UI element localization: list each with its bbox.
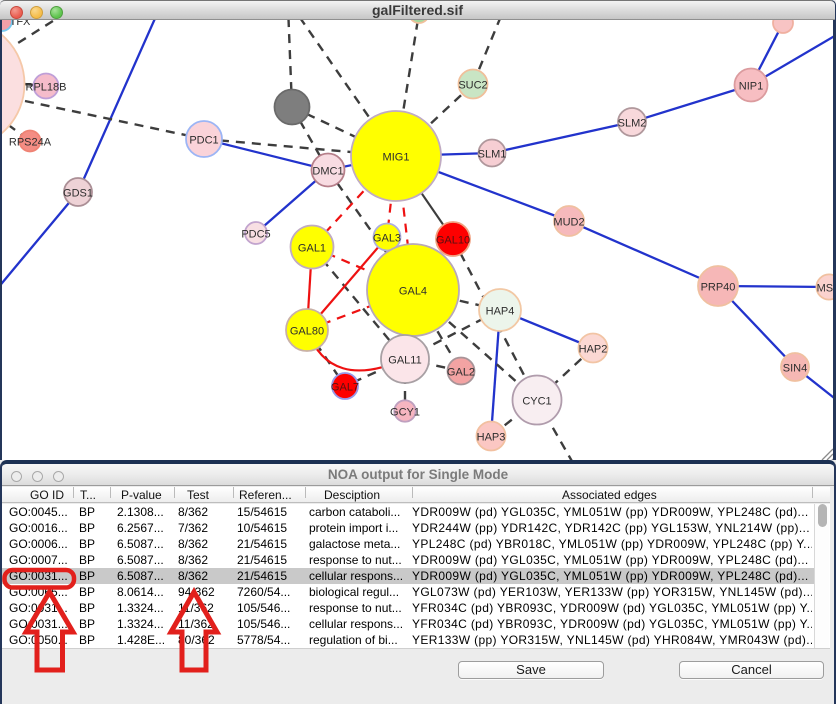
svg-text:PDC1: PDC1	[189, 135, 218, 147]
svg-text:GAL11: GAL11	[388, 355, 421, 367]
svg-text:TFX: TFX	[10, 20, 31, 28]
svg-text:GAL80: GAL80	[290, 326, 324, 338]
svg-text:GAL2: GAL2	[447, 367, 475, 379]
svg-text:GAL1: GAL1	[298, 243, 326, 255]
svg-text:SUC2: SUC2	[458, 80, 487, 92]
svg-text:NIP1: NIP1	[739, 81, 763, 93]
svg-text:MSL1: MSL1	[817, 283, 833, 295]
svg-text:SIN4: SIN4	[783, 363, 807, 375]
svg-text:GAL4: GAL4	[399, 286, 427, 298]
svg-text:GDS1: GDS1	[63, 188, 93, 200]
svg-text:PDC5: PDC5	[241, 229, 270, 241]
svg-text:DMC1: DMC1	[312, 166, 343, 178]
svg-text:MUD2: MUD2	[553, 217, 584, 229]
svg-text:GAL7: GAL7	[331, 382, 359, 394]
svg-text:GCY1: GCY1	[390, 407, 420, 419]
svg-text:SLM1: SLM1	[478, 149, 507, 161]
svg-text:RPL18B: RPL18B	[26, 82, 67, 94]
svg-text:GAL3: GAL3	[373, 233, 401, 245]
svg-text:GAL10: GAL10	[436, 235, 470, 247]
svg-text:RPS24A: RPS24A	[9, 137, 52, 149]
svg-text:HAP4: HAP4	[486, 306, 515, 318]
svg-text:MIG1: MIG1	[383, 152, 410, 164]
svg-text:SLM2: SLM2	[618, 118, 647, 130]
svg-text:HAP2: HAP2	[579, 344, 608, 356]
svg-text:PRP40: PRP40	[701, 282, 736, 294]
svg-text:CYC1: CYC1	[522, 396, 551, 408]
svg-text:HAP3: HAP3	[477, 432, 506, 444]
